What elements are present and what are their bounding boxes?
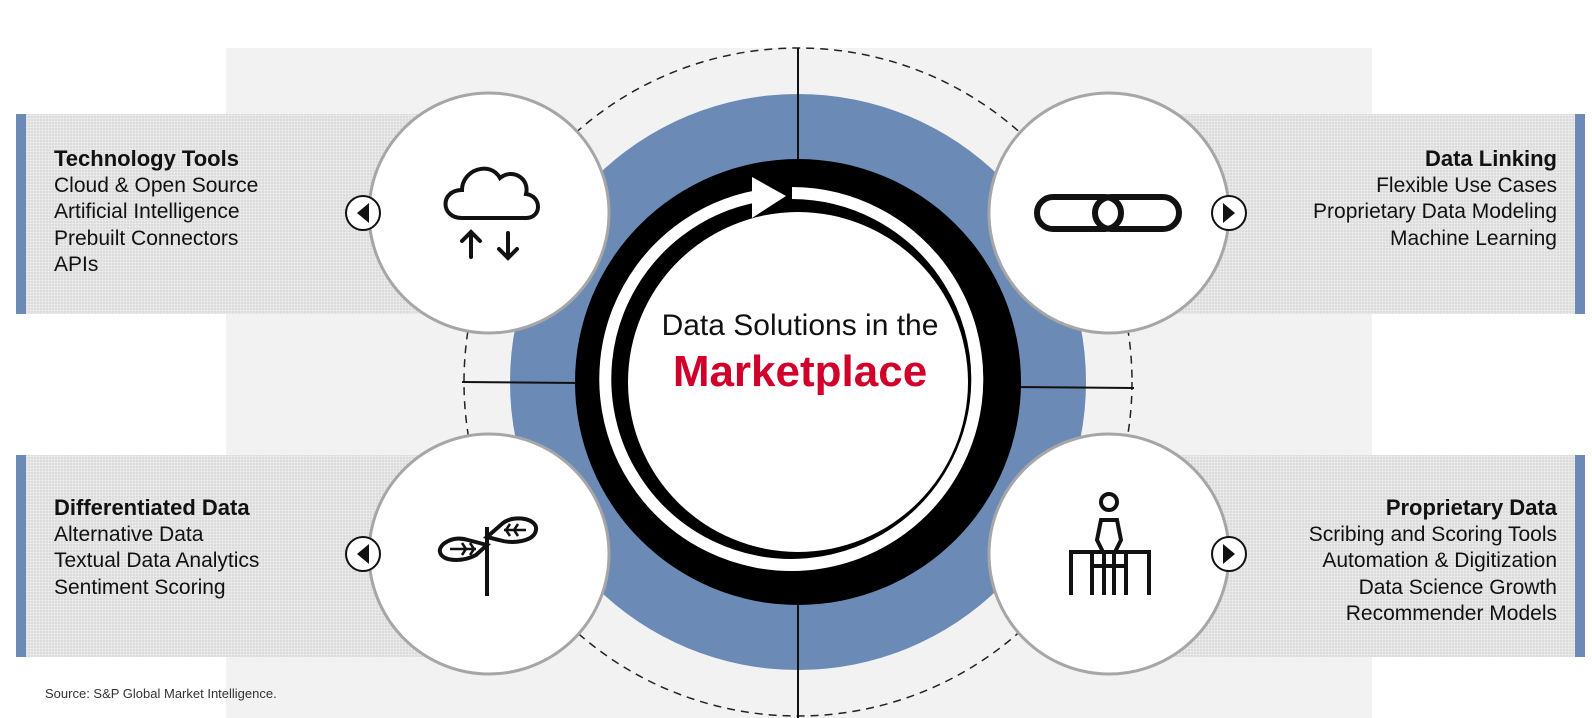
box-item: Recommender Models xyxy=(1345,602,1557,625)
box-item: Data Science Growth xyxy=(1358,575,1557,599)
differentiated-data-icon-circle xyxy=(367,432,611,676)
box-item: Alternative Data xyxy=(54,522,204,546)
box-title: Data Linking xyxy=(1424,146,1557,171)
box-item: Textual Data Analytics xyxy=(54,549,260,572)
source-note: Source: S&P Global Market Intelligence. xyxy=(45,686,277,701)
box-item: Prebuilt Connectors xyxy=(54,226,239,250)
technology-tools-icon-circle xyxy=(367,91,611,335)
center-title-line1: Data Solutions in the xyxy=(661,309,939,342)
cycle-arrow-head xyxy=(752,177,786,218)
center-title: Data Solutions in the Marketplace xyxy=(640,306,960,398)
proprietary-data-icon-circle xyxy=(987,432,1231,676)
cloud-sync-icon xyxy=(443,166,540,261)
center-circle xyxy=(628,212,968,552)
arrow-right-button-top xyxy=(1211,195,1247,231)
box-item: Proprietary Data Modeling xyxy=(1313,200,1557,223)
person-at-desk-icon xyxy=(1069,492,1151,595)
box-item: Flexible Use Cases xyxy=(1376,173,1557,197)
box-title: Technology Tools xyxy=(54,146,239,171)
proprietary-data-text: Proprietary Data Scribing and Scoring To… xyxy=(1309,495,1557,628)
arrow-right-button-bottom xyxy=(1211,536,1247,572)
technology-tools-text: Technology Tools Cloud & Open Source Art… xyxy=(54,146,258,279)
data-linking-text: Data Linking Flexible Use Cases Propriet… xyxy=(1313,146,1557,252)
cycle-arrow-ring xyxy=(599,187,984,571)
box-item: Machine Learning xyxy=(1390,226,1557,250)
data-linking-box: Data Linking Flexible Use Cases Propriet… xyxy=(1165,114,1585,314)
box-item: APIs xyxy=(54,253,99,276)
chain-link-icon xyxy=(1034,194,1182,232)
box-item: Scribing and Scoring Tools xyxy=(1308,522,1557,546)
box-title: Proprietary Data xyxy=(1385,495,1557,520)
box-item: Automation & Digitization xyxy=(1322,549,1557,572)
box-title: Differentiated Data xyxy=(54,495,250,520)
box-item: Sentiment Scoring xyxy=(54,575,226,599)
box-item: Artificial Intelligence xyxy=(54,200,240,223)
differentiated-data-text: Differentiated Data Alternative Data Tex… xyxy=(54,495,259,601)
arrow-left-button-top xyxy=(345,195,381,231)
center-title-highlight: Marketplace xyxy=(672,347,928,396)
signpost-icon xyxy=(437,516,538,596)
data-linking-icon-circle xyxy=(987,91,1231,335)
arrow-left-button-bottom xyxy=(345,536,381,572)
box-item: Cloud & Open Source xyxy=(54,173,259,197)
